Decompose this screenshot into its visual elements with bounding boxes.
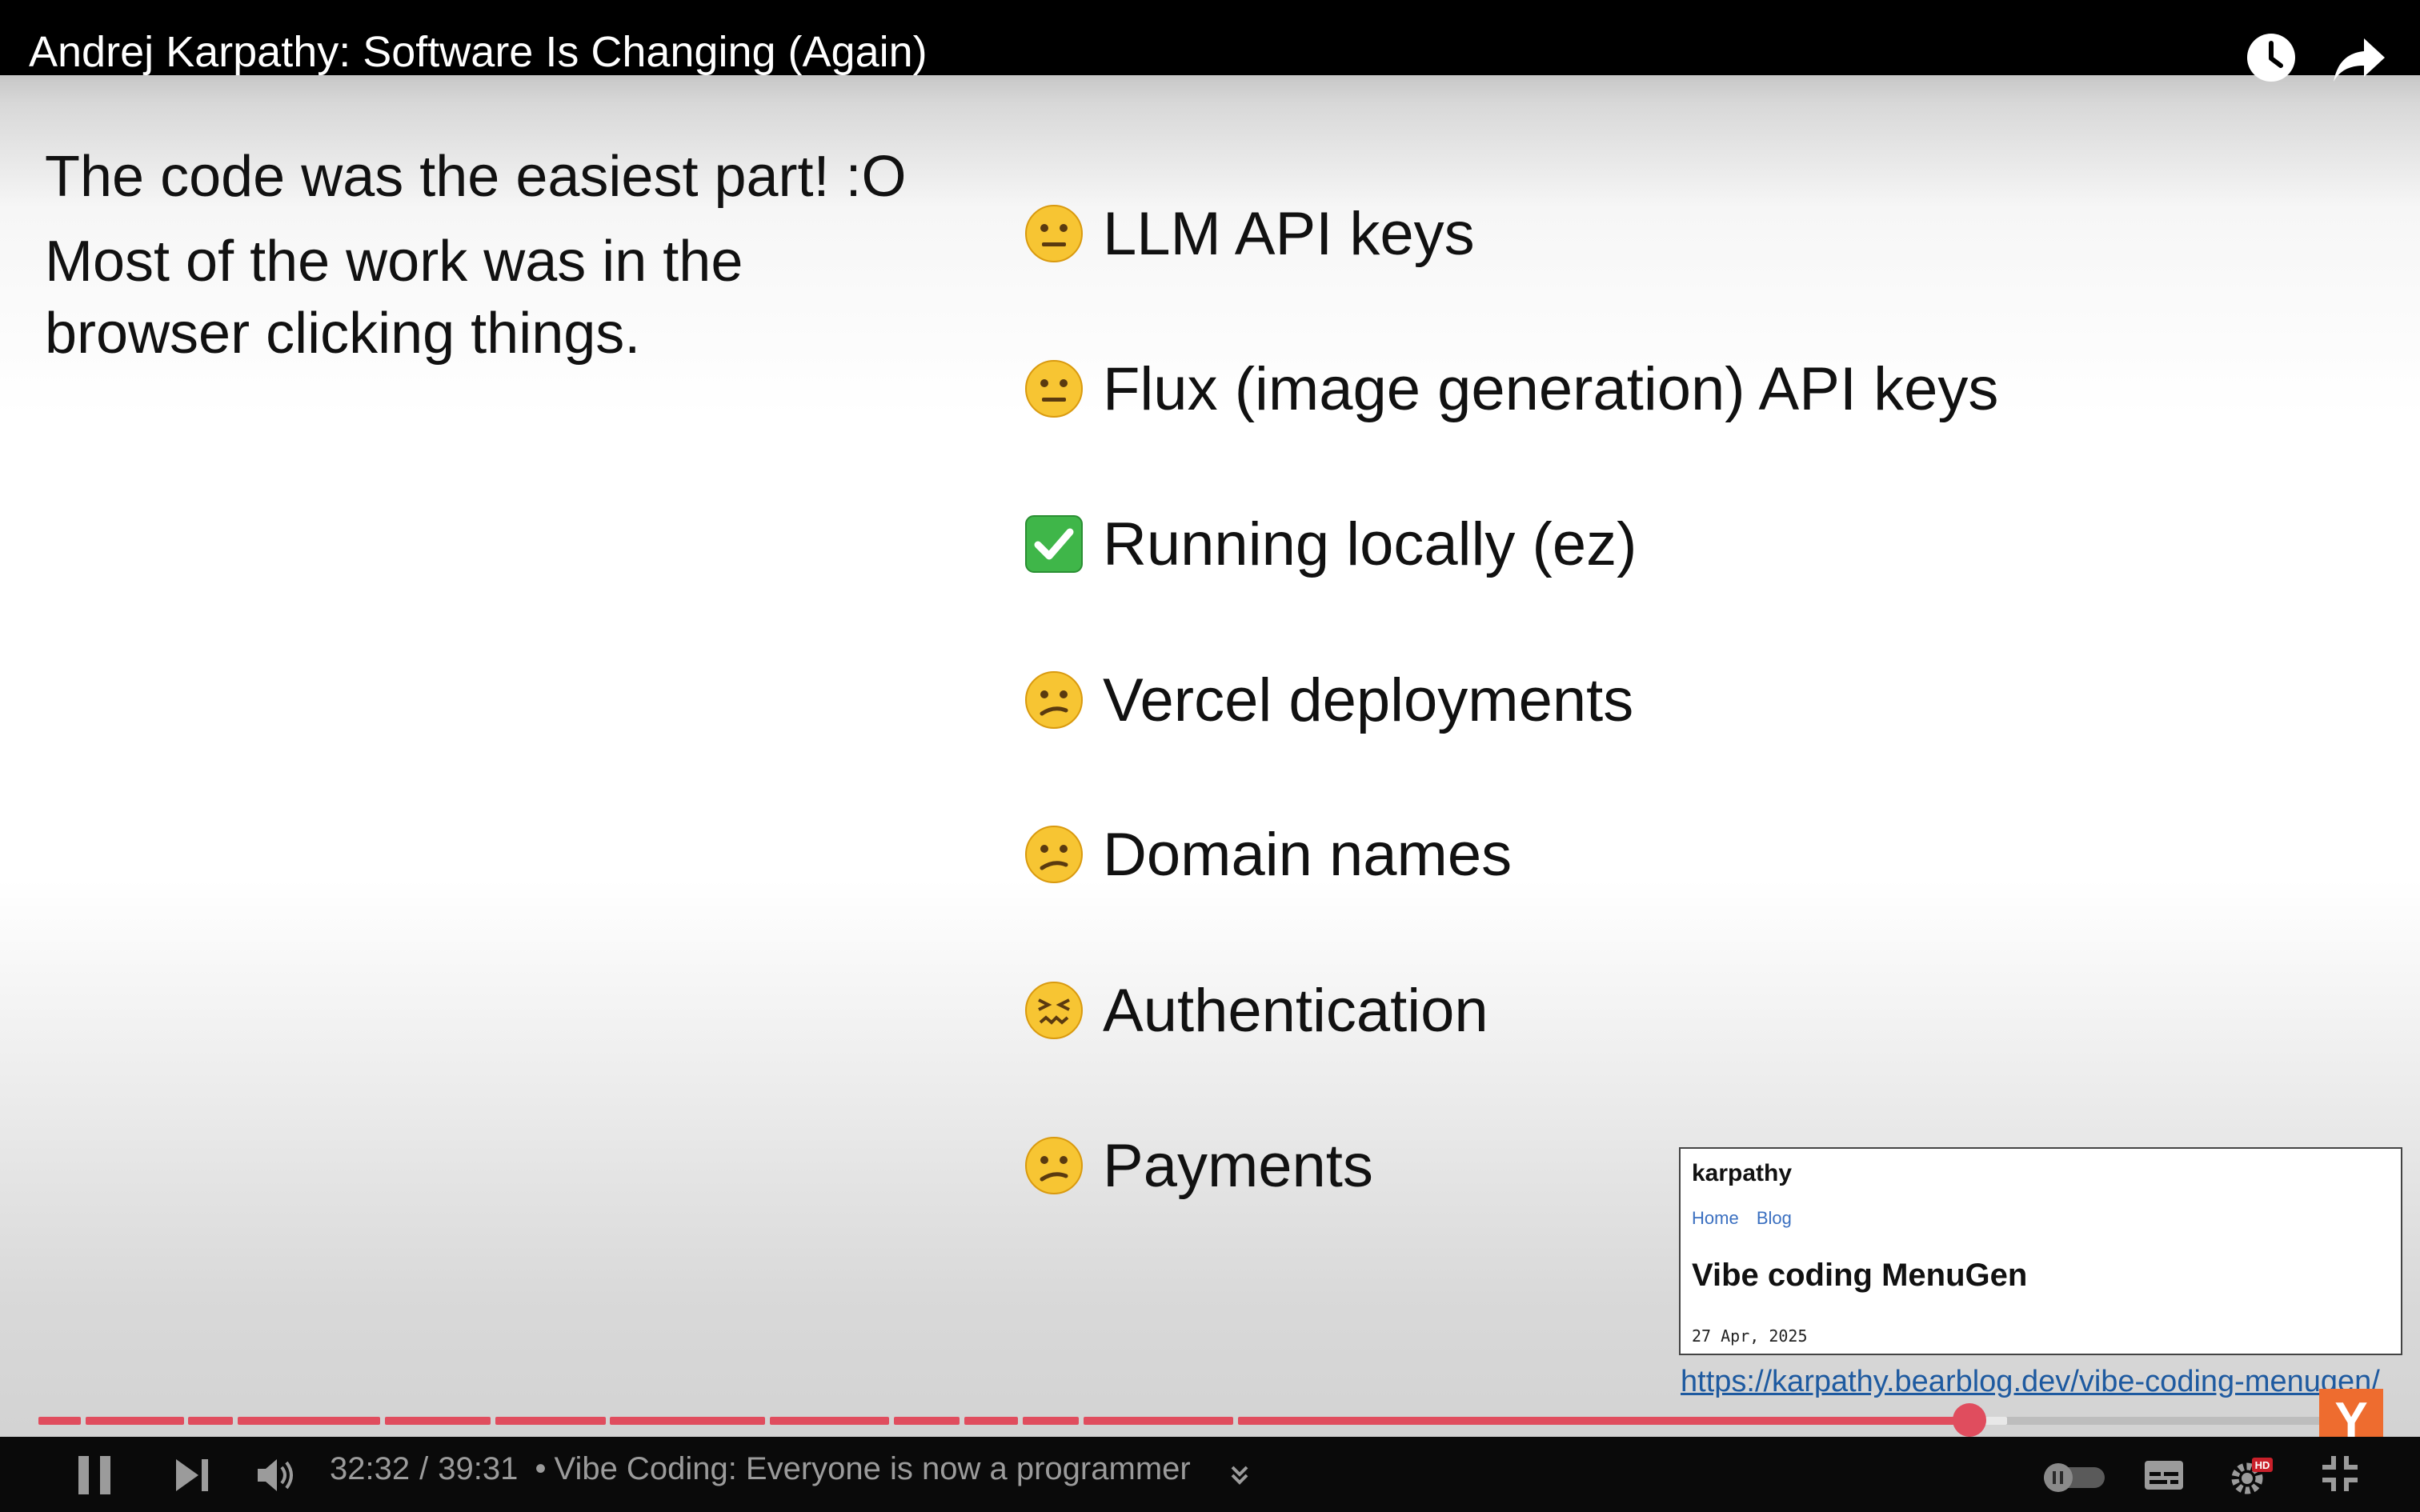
blog-nav-home: Home (1692, 1208, 1739, 1228)
slide-bullet-label: Domain names (1103, 820, 1512, 889)
current-time: 32:32 (330, 1451, 411, 1486)
chapter-chevron-icon[interactable] (1228, 1462, 1252, 1486)
time-separator: / (419, 1451, 429, 1486)
slide-bullet-label: Vercel deployments (1103, 666, 1634, 734)
progress-played-segment (237, 1417, 381, 1425)
progress-played-segment (385, 1417, 491, 1425)
slide-heading: The code was the easiest part! :O (45, 145, 907, 209)
neutral-face-icon (1024, 359, 1084, 418)
blog-nav: Home Blog (1692, 1208, 1805, 1229)
slide-body-line-2: browser clicking things. (45, 302, 641, 366)
blog-screenshot-card: karpathy Home Blog Vibe coding MenuGen 2… (1679, 1147, 2402, 1355)
slide-bullet-item: Authentication (1024, 970, 1488, 1050)
confused-face-icon (1024, 1136, 1084, 1195)
progress-played-segment (1083, 1417, 1234, 1425)
settings-gear-icon[interactable]: HD (2230, 1456, 2274, 1498)
blog-nav-blog: Blog (1756, 1208, 1792, 1228)
time-display: 32:32/ 39:31 •Vibe Coding: Everyone is no… (330, 1451, 1191, 1487)
blog-link: https://karpathy.bearblog.dev/vibe-codin… (1681, 1365, 2380, 1398)
progress-played-segment (495, 1417, 606, 1425)
slide-bullet-item: Vercel deployments (1024, 660, 1633, 740)
slide-bullet-item: Domain names (1024, 814, 1512, 894)
slide-bullet-label: Payments (1103, 1131, 1373, 1200)
slide-bullet-label: LLM API keys (1103, 199, 1475, 268)
check-mark-button-icon (1024, 514, 1084, 574)
progress-played-segment (1238, 1417, 1969, 1425)
autoplay-toggle-icon[interactable] (2041, 1461, 2108, 1493)
player-controls-bar: 32:32/ 39:31 •Vibe Coding: Everyone is no… (0, 1437, 2420, 1512)
watch-later-clock-icon[interactable] (2246, 32, 2297, 83)
slide-bullet-item: LLM API keys (1024, 194, 1475, 274)
hd-badge: HD (2255, 1459, 2270, 1471)
confounded-face-icon (1024, 981, 1084, 1040)
slide-bullet-item: Running locally (ez) (1024, 504, 1637, 584)
progress-scrubber-handle[interactable] (1952, 1403, 1986, 1437)
chapter-title[interactable]: Vibe Coding: Everyone is now a programme… (554, 1451, 1191, 1486)
progress-played-segment (38, 1417, 81, 1425)
progress-played-segment (964, 1417, 1018, 1425)
share-arrow-icon[interactable] (2332, 35, 2386, 83)
duration: 39:31 (438, 1451, 519, 1486)
slide-bullet-label: Running locally (ez) (1103, 510, 1637, 578)
confused-face-icon (1024, 825, 1084, 884)
progress-bar[interactable] (38, 1417, 2382, 1425)
player-top-bar: Andrej Karpathy: Software Is Changing (A… (0, 0, 2420, 82)
slide-body-line-1: Most of the work was in the (45, 230, 743, 294)
slide-bullet-item: Payments (1024, 1126, 1373, 1206)
blog-brand: karpathy (1692, 1160, 1793, 1186)
progress-played-segment (188, 1417, 234, 1425)
slide-bullet-item: Flux (image generation) API keys (1024, 349, 1998, 429)
next-video-icon[interactable] (174, 1458, 210, 1493)
slide-bullet-label: Authentication (1103, 976, 1488, 1045)
pause-icon[interactable] (77, 1454, 112, 1496)
subtitles-icon[interactable] (2143, 1459, 2185, 1491)
confused-face-icon (1024, 670, 1084, 730)
slide-bullet-label: Flux (image generation) API keys (1103, 354, 1999, 423)
progress-played-segment (1022, 1417, 1080, 1425)
progress-played-segment (769, 1417, 889, 1425)
blog-post-date: 27 Apr, 2025 (1692, 1326, 1808, 1346)
video-title[interactable]: Andrej Karpathy: Software Is Changing (A… (29, 28, 928, 76)
blog-post-title: Vibe coding MenuGen (1692, 1258, 2028, 1293)
volume-icon[interactable] (256, 1456, 298, 1494)
progress-played-segment (85, 1417, 184, 1425)
neutral-face-icon (1024, 204, 1084, 263)
progress-played-segment (610, 1417, 765, 1425)
exit-fullscreen-icon[interactable] (2321, 1454, 2359, 1493)
chapter-dot: • (535, 1451, 547, 1486)
progress-played-segment (893, 1417, 960, 1425)
